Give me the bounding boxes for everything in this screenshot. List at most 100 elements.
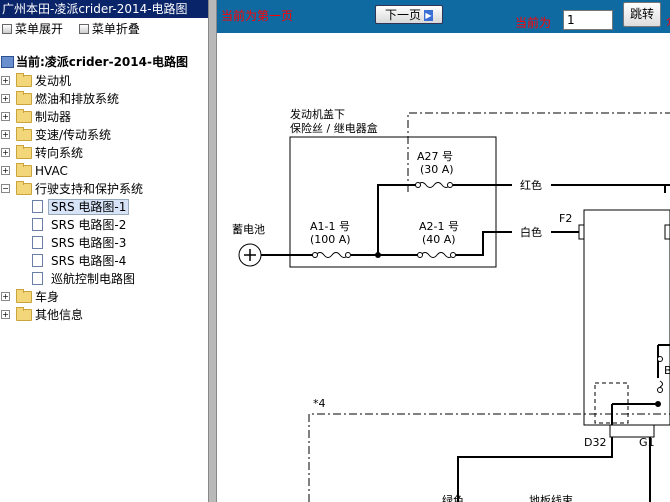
current-path: 当前:凌派crider-2014-电路图	[0, 53, 188, 71]
tree-node-other[interactable]: + 其他信息	[0, 306, 83, 324]
folder-icon	[16, 288, 32, 303]
folder-icon	[16, 306, 32, 321]
tree-leaf-srs-3[interactable]: SRS 电路图-3	[0, 234, 129, 252]
tree-node-label: 发动机	[35, 74, 72, 88]
next-page-label: 下一页	[384, 8, 421, 22]
fuse-b-symbol	[659, 380, 663, 388]
document-icon	[32, 272, 43, 285]
connector-d32	[609, 424, 655, 438]
fuse-a27-symbol	[417, 182, 451, 188]
tree-leaf-label: SRS 电路图-4	[51, 254, 127, 268]
tree-node-label: 转向系统	[35, 146, 84, 160]
circuit-diagram: 发动机盖下 保险丝 / 继电器盒 A27 号 (30 A) 红色 蓄电池 A1-…	[232, 107, 670, 502]
fuse-a1-rating: (100 A)	[310, 233, 351, 246]
expand-toggle-icon[interactable]: +	[1, 166, 10, 175]
folder-icon	[16, 108, 32, 123]
expand-toggle-icon[interactable]: +	[1, 310, 10, 319]
fuse-b-label: B	[664, 364, 670, 377]
document-icon	[32, 200, 43, 213]
expand-toggle-icon[interactable]: +	[1, 112, 10, 121]
document-icon	[32, 236, 43, 249]
harness-boundary	[308, 413, 670, 502]
jump-button[interactable]: 跳转	[623, 2, 661, 27]
wire	[657, 344, 670, 378]
expand-toggle-icon[interactable]: +	[1, 292, 10, 301]
tree-leaf-srs-4[interactable]: SRS 电路图-4	[0, 252, 129, 270]
tree-node-label: 变速/传动系统	[35, 128, 112, 142]
collapse-menu-label: 菜单折叠	[91, 22, 140, 36]
fuse-terminal	[450, 252, 456, 258]
tree-node-label: 制动器	[35, 110, 72, 124]
battery-label: 蓄电池	[232, 223, 265, 236]
tree-leaf-label: 巡航控制电路图	[51, 272, 136, 286]
tree-node-driving-support[interactable]: − 行驶支持和保护系统	[0, 180, 143, 198]
fuse-terminal	[415, 182, 421, 188]
tree-node-label: 其他信息	[35, 308, 84, 322]
module-box	[583, 209, 670, 426]
document-icon	[32, 218, 43, 231]
tree-node-engine[interactable]: + 发动机	[0, 72, 71, 90]
tree-node-body[interactable]: +车身	[0, 288, 59, 306]
junction-dot	[375, 252, 381, 258]
panel-splitter[interactable]	[208, 0, 217, 502]
fuse-box-title-2: 保险丝 / 继电器盒	[290, 121, 378, 135]
fuse-terminal	[447, 182, 453, 188]
tree-node-transmission[interactable]: + 变速/传动系统	[0, 126, 111, 144]
wire-green-label: 绿色	[442, 493, 464, 502]
tree-leaf-label: SRS 电路图-1	[48, 199, 130, 215]
computer-icon	[1, 55, 14, 68]
wire-red-label: 红色	[520, 178, 542, 192]
wire-white-label: 白色	[520, 225, 542, 239]
fuse-a2-label: A2-1 号	[419, 220, 459, 233]
fuse-terminal	[657, 387, 663, 393]
star4-label: *4	[313, 397, 326, 410]
tree-leaf-srs-1[interactable]: SRS 电路图-1	[0, 198, 130, 216]
fuse-terminal	[657, 356, 663, 362]
tree-node-steering[interactable]: + 转向系统	[0, 144, 83, 162]
expand-menu-label: 菜单展开	[15, 22, 64, 36]
collapse-menu-button[interactable]: 菜单折叠	[77, 20, 140, 38]
floor-harness-label: 地板线束	[529, 493, 573, 502]
folder-icon	[16, 126, 32, 141]
collapse-toggle-icon[interactable]: −	[1, 184, 10, 193]
folder-icon	[16, 162, 32, 177]
next-page-button[interactable]: 下一页▶	[375, 5, 443, 24]
page-number-input[interactable]	[563, 10, 613, 30]
tree-node-brakes[interactable]: + 制动器	[0, 108, 71, 126]
fuse-box-outline	[289, 136, 497, 268]
expand-icon	[2, 23, 12, 34]
folder-icon	[16, 72, 32, 87]
tree-node-fuel[interactable]: + 燃油和排放系统	[0, 90, 119, 108]
tree-node-label: 燃油和排放系统	[35, 92, 120, 106]
page-status: 当前为第一页	[221, 9, 294, 23]
cut-off-mark: 介	[666, 13, 670, 29]
tree-node-label: 行驶支持和保护系统	[35, 182, 144, 196]
current-path-label: 当前:凌派crider-2014-电路图	[16, 55, 188, 69]
current-page-label: 当前为	[515, 16, 552, 30]
tree-leaf-srs-2[interactable]: SRS 电路图-2	[0, 216, 129, 234]
folder-icon	[16, 90, 32, 105]
folder-icon	[16, 144, 32, 159]
window-title: 广州本田-凌派crider-2014-电路图	[0, 0, 208, 18]
battery-plus	[244, 249, 256, 261]
expand-toggle-icon[interactable]: +	[1, 148, 10, 157]
folder-open-icon	[16, 180, 32, 195]
fuse-a2-rating: (40 A)	[422, 233, 456, 246]
diagram-panel: 当前为第一页 下一页▶ 当前为 跳转 介 发动机盖下 保险丝 / 继电器盒 A2…	[217, 0, 670, 502]
expand-toggle-icon[interactable]: +	[1, 94, 10, 103]
wire	[456, 231, 512, 256]
collapse-icon	[78, 23, 89, 34]
tree-leaf-label: SRS 电路图-2	[51, 218, 127, 232]
fuse-terminal	[312, 252, 318, 258]
connector	[664, 224, 670, 240]
tree-panel: 广州本田-凌派crider-2014-电路图 菜单展开 菜单折叠 当前:凌派cr…	[0, 0, 208, 502]
tree-leaf-cruise[interactable]: 巡航控制电路图	[0, 270, 138, 288]
tree-node-hvac[interactable]: +HVAC	[0, 162, 68, 180]
page-toolbar: 当前为第一页 下一页▶ 当前为 跳转 介	[217, 0, 670, 33]
connector-g1-label: G1	[639, 436, 655, 449]
document-icon	[32, 254, 43, 267]
fuse-a1-label: A1-1 号	[310, 220, 350, 233]
expand-toggle-icon[interactable]: +	[1, 76, 10, 85]
expand-menu-button[interactable]: 菜单展开	[0, 20, 63, 38]
expand-toggle-icon[interactable]: +	[1, 130, 10, 139]
